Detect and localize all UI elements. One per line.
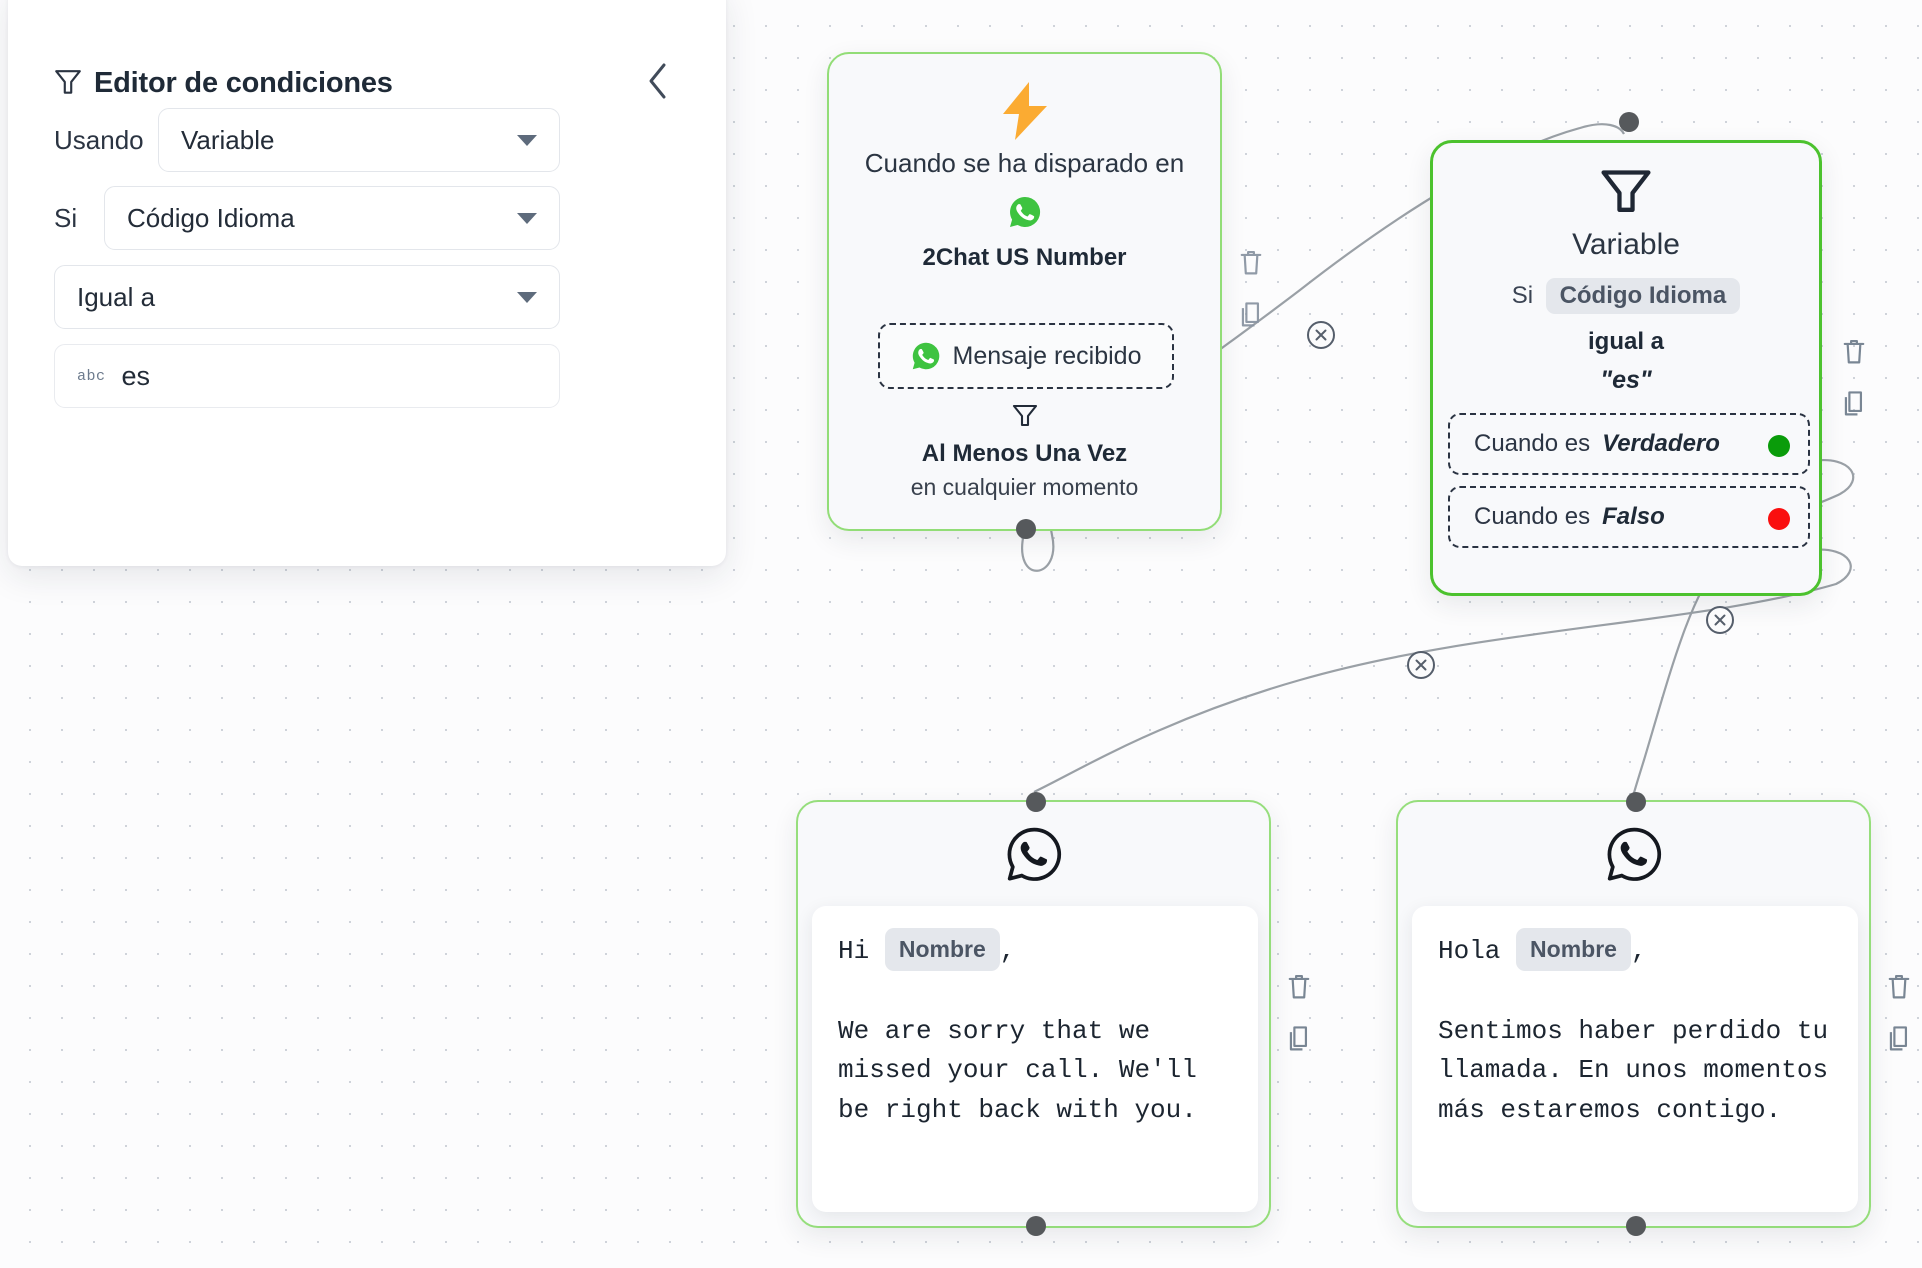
message-en-body-card[interactable]: Hi Nombre, We are sorry that we missed y… bbox=[812, 906, 1258, 1212]
whatsapp-icon bbox=[912, 342, 939, 370]
usando-select[interactable]: Variable bbox=[158, 108, 560, 172]
operator-select[interactable]: Igual a bbox=[54, 265, 560, 329]
trash-icon[interactable] bbox=[1840, 337, 1868, 367]
condition-if-row: Si Código Idioma bbox=[1433, 278, 1819, 314]
copy-icon[interactable] bbox=[1237, 300, 1265, 330]
value-input-text: es bbox=[121, 360, 151, 391]
abc-type-icon: abc bbox=[77, 367, 106, 385]
si-label: Si bbox=[54, 203, 78, 233]
message-es-variable-chip: Nombre bbox=[1516, 928, 1631, 971]
condition-branch-true[interactable]: Cuando es Verdadero bbox=[1448, 413, 1810, 475]
value-input[interactable]: abc es bbox=[54, 344, 560, 408]
node-trigger[interactable]: Cuando se ha disparado en 2Chat US Numbe… bbox=[827, 52, 1222, 539]
condition-editor-panel: Editor de condiciones Usando Variable Si… bbox=[8, 0, 726, 566]
trash-icon[interactable] bbox=[1285, 972, 1313, 1002]
whatsapp-icon bbox=[1607, 827, 1661, 881]
condition-variable-chip: Código Idioma bbox=[1545, 278, 1741, 314]
message-en-text: We are sorry that we missed your call. W… bbox=[838, 1015, 1197, 1125]
message-en-comma: , bbox=[999, 936, 1016, 966]
message-es-tools[interactable] bbox=[1885, 972, 1913, 1054]
message-en-greeting: Hi bbox=[838, 936, 870, 966]
lightning-bolt-icon bbox=[1002, 82, 1047, 140]
message-en-input-port[interactable] bbox=[1026, 792, 1046, 812]
trash-icon[interactable] bbox=[1885, 972, 1913, 1002]
message-es-greeting-line: Hola Nombre, bbox=[1438, 928, 1832, 972]
copy-icon[interactable] bbox=[1885, 1024, 1913, 1054]
trigger-headline: Cuando se ha disparado en bbox=[864, 148, 1185, 178]
message-es-input-port[interactable] bbox=[1626, 792, 1646, 812]
message-en-tools[interactable] bbox=[1285, 972, 1313, 1054]
trigger-event-box[interactable]: Mensaje recibido bbox=[878, 323, 1174, 389]
message-en-variable-chip: Nombre bbox=[884, 928, 1000, 971]
chevron-down-icon bbox=[517, 212, 537, 224]
node-condition[interactable]: Variable Si Código Idioma igual a "es" C… bbox=[1430, 112, 1822, 596]
branch-false-dot[interactable] bbox=[1768, 508, 1790, 530]
copy-icon[interactable] bbox=[1285, 1024, 1313, 1054]
trigger-event-label: Mensaje recibido bbox=[952, 341, 1142, 370]
collapse-panel-button[interactable] bbox=[638, 58, 678, 104]
trigger-output-port[interactable] bbox=[1016, 519, 1036, 539]
panel-header: Editor de condiciones bbox=[54, 60, 686, 106]
chevron-left-icon bbox=[649, 63, 666, 99]
message-es-output-port[interactable] bbox=[1626, 1216, 1646, 1236]
branch-true-dot[interactable] bbox=[1768, 435, 1790, 457]
remove-edge-button[interactable] bbox=[1406, 650, 1436, 680]
funnel-icon bbox=[1601, 170, 1651, 212]
message-es-text: Sentimos haber perdido tu llamada. En un… bbox=[1438, 1015, 1829, 1125]
node-message-es[interactable]: Hola Nombre, Sentimos haber perdido tu l… bbox=[1396, 792, 1871, 1236]
usando-select-value: Variable bbox=[181, 124, 275, 155]
trigger-channel-icon-wrap bbox=[829, 195, 1220, 234]
trigger-tools[interactable] bbox=[1237, 248, 1265, 330]
trigger-frequency: Al Menos Una Vez bbox=[921, 440, 1128, 467]
message-en-output-port[interactable] bbox=[1026, 1216, 1046, 1236]
variable-select[interactable]: Código Idioma bbox=[104, 186, 560, 250]
message-es-comma: , bbox=[1630, 936, 1647, 966]
message-en-icon-wrap bbox=[798, 802, 1269, 889]
remove-edge-button[interactable] bbox=[1306, 320, 1336, 350]
condition-input-port[interactable] bbox=[1619, 112, 1639, 132]
message-es-greeting: Hola bbox=[1438, 936, 1501, 966]
condition-tools[interactable] bbox=[1840, 337, 1868, 419]
trigger-frequency-sub: en cualquier momento bbox=[910, 474, 1139, 500]
branch-false-label: Falso bbox=[1602, 503, 1665, 530]
node-message-en[interactable]: Hi Nombre, We are sorry that we missed y… bbox=[796, 792, 1271, 1236]
whatsapp-icon bbox=[1007, 827, 1061, 881]
usando-label: Usando bbox=[54, 125, 144, 155]
chevron-down-icon bbox=[517, 291, 537, 303]
branch-false-prefix: Cuando es bbox=[1474, 503, 1591, 530]
condition-value: "es" bbox=[1600, 366, 1652, 394]
trigger-channel-name: 2Chat US Number bbox=[922, 244, 1127, 271]
branch-true-prefix: Cuando es bbox=[1474, 430, 1591, 457]
condition-title: Variable bbox=[1572, 228, 1680, 261]
trigger-bolt-wrap bbox=[829, 54, 1220, 142]
message-en-greeting-line: Hi Nombre, bbox=[838, 928, 1232, 972]
message-es-icon-wrap bbox=[1398, 802, 1869, 889]
operator-select-value: Igual a bbox=[77, 281, 156, 312]
branch-true-label: Verdadero bbox=[1602, 430, 1720, 457]
copy-icon[interactable] bbox=[1840, 389, 1868, 419]
funnel-icon bbox=[55, 70, 81, 94]
condition-icon-wrap bbox=[1433, 143, 1819, 226]
condition-operator: igual a bbox=[1587, 328, 1665, 355]
condition-branch-false[interactable]: Cuando es Falso bbox=[1448, 486, 1810, 548]
variable-select-value: Código Idioma bbox=[127, 202, 295, 233]
message-es-body-card[interactable]: Hola Nombre, Sentimos haber perdido tu l… bbox=[1412, 906, 1858, 1212]
whatsapp-icon bbox=[1009, 196, 1040, 227]
trash-icon[interactable] bbox=[1237, 248, 1265, 278]
funnel-icon bbox=[1012, 404, 1037, 427]
condition-if-label: Si bbox=[1511, 282, 1534, 309]
chevron-down-icon bbox=[517, 134, 537, 146]
trigger-frequency-icon-wrap bbox=[829, 403, 1220, 436]
remove-edge-button[interactable] bbox=[1705, 605, 1735, 635]
page-title: Editor de condiciones bbox=[94, 66, 393, 99]
